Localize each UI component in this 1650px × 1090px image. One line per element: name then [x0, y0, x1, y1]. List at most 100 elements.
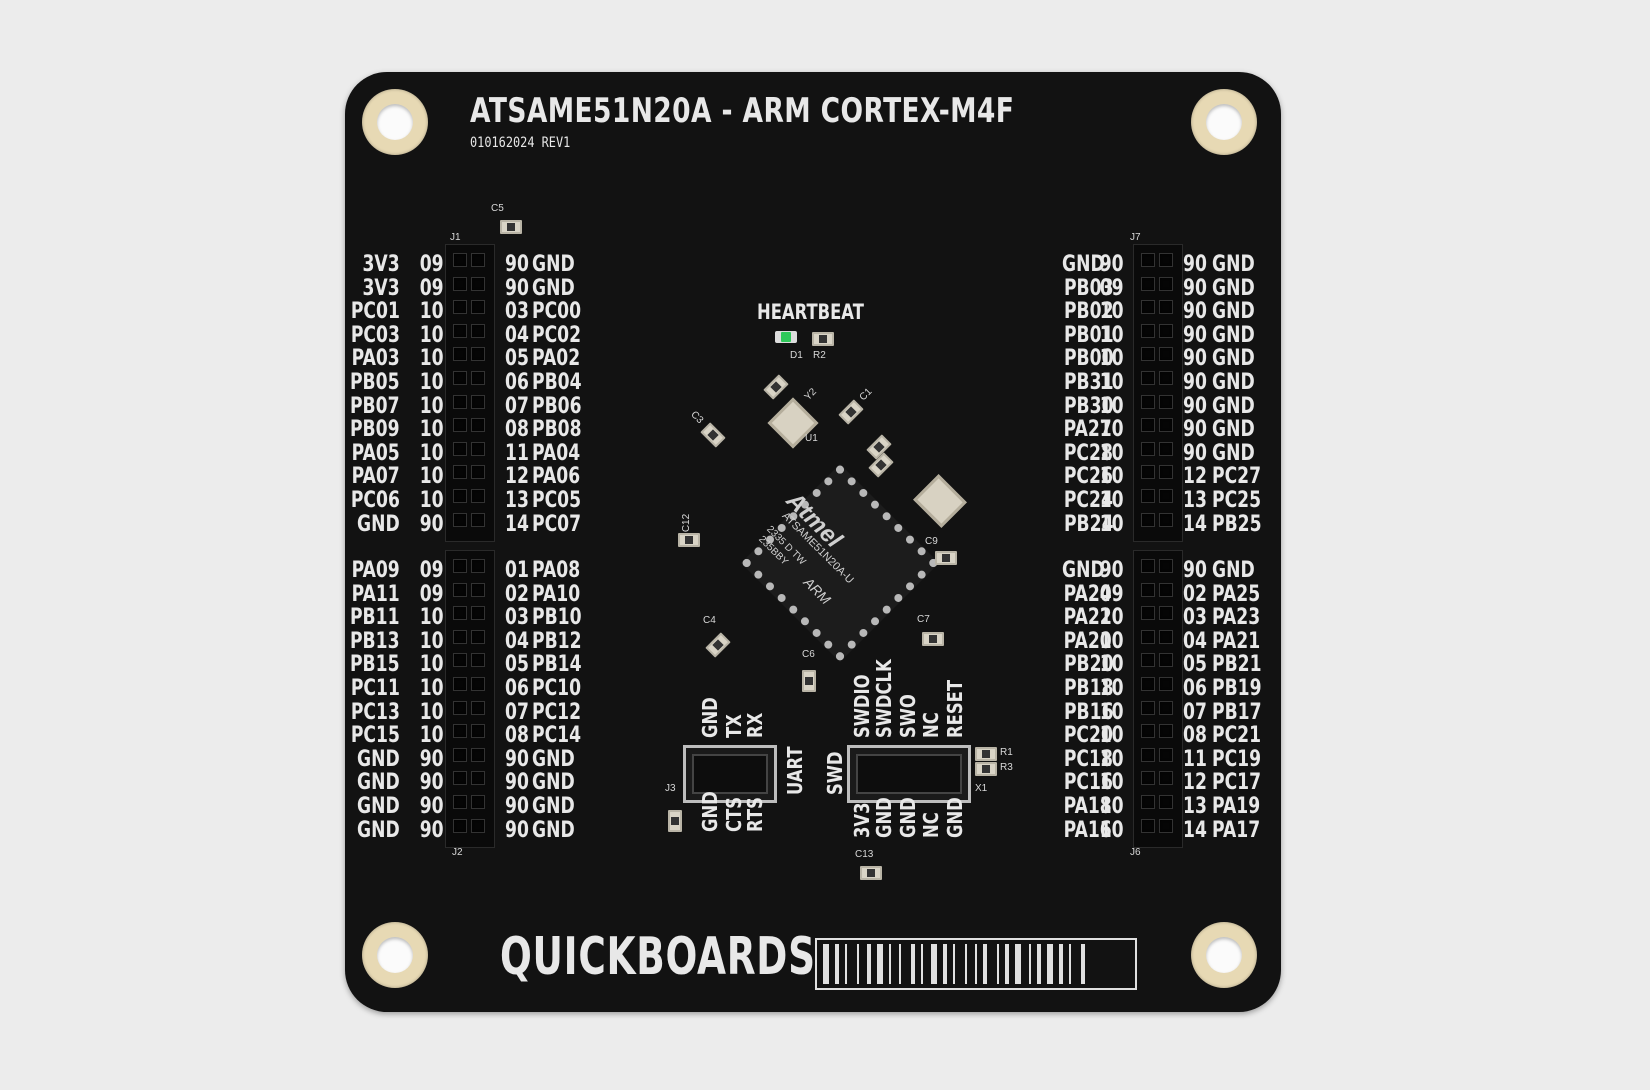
pin-label-left-top-6-ln: 10: [420, 394, 444, 419]
barcode-bar: [1059, 944, 1063, 984]
pin-label-right-bottom-3-l: PA20: [1063, 629, 1112, 654]
pin-label-left-bottom-2-ln: 10: [420, 605, 444, 630]
header-pin: [471, 371, 485, 385]
pin-label-right-bottom-4-l: PB20: [1063, 652, 1114, 677]
pin-label-left-bottom-8-rn: 90: [505, 747, 529, 772]
pin-label-right-top-9-r: PC27: [1212, 464, 1262, 489]
header-pin: [1159, 795, 1173, 809]
barcode-bar: [835, 944, 839, 984]
pin-label-right-top-7-r: GND: [1212, 417, 1255, 442]
pin-label-left-top-4-l: PA03: [351, 346, 400, 371]
pin-label-right-top-5-ln: 10: [1100, 370, 1124, 395]
header-pin: [1141, 489, 1155, 503]
board-revision: 010162024 REV1: [470, 135, 571, 151]
header-pin: [453, 512, 467, 527]
pin-label-left-top-8-rn: 11: [505, 441, 529, 466]
pin-label-right-bottom-7-rn: 08: [1183, 723, 1207, 748]
pin-label-right-top-11-r: PB25: [1212, 512, 1262, 537]
pin-label-right-top-8-r: GND: [1212, 441, 1255, 466]
pin-label-left-bottom-2-r: PB10: [532, 605, 582, 630]
uart-label: UART: [783, 746, 807, 795]
pin-label-right-bottom-9-ln: 10: [1100, 770, 1124, 795]
pin-label-left-top-7-ln: 10: [420, 417, 444, 442]
pin-label-left-bottom-10-l: GND: [357, 794, 400, 819]
pin-label-right-top-7-rn: 90: [1183, 417, 1207, 442]
header-pin: [1141, 300, 1155, 315]
pin-label-left-bottom-1-rn: 02: [505, 582, 529, 607]
ref-c12: C12: [681, 513, 693, 533]
pin-label-right-top-9-l: PC26: [1063, 464, 1113, 489]
ref-c4: C4: [703, 615, 716, 626]
pin-label-left-bottom-2-l: PB11: [350, 605, 400, 630]
uart-pin-gnd-bottom: GND: [698, 791, 722, 832]
barcode-bar: [921, 944, 923, 984]
header-pin: [1159, 347, 1173, 362]
capacitor-c13: [860, 866, 882, 880]
pin-label-left-bottom-7-r: PC14: [532, 723, 582, 748]
pin-label-right-bottom-4-ln: 10: [1100, 652, 1124, 677]
pin-label-left-bottom-11-l: GND: [357, 818, 400, 843]
header-pin: [453, 653, 467, 668]
pin-label-right-bottom-11-ln: 10: [1100, 818, 1124, 843]
header-pin: [453, 300, 467, 315]
header-pin: [453, 724, 467, 739]
swd-pin-gnd-1: GND: [872, 797, 896, 838]
pin-label-right-top-3-l: PB01: [1063, 323, 1114, 348]
resistor-r3: [975, 762, 997, 776]
barcode-bar: [1069, 944, 1071, 984]
pin-label-right-top-9-ln: 10: [1100, 464, 1124, 489]
swd-connector-x1[interactable]: [847, 745, 971, 803]
header-pin: [471, 606, 485, 621]
barcode-bar: [899, 944, 901, 984]
pin-label-right-top-4-l: PB00: [1063, 346, 1114, 371]
pin-label-left-bottom-9-r: GND: [532, 770, 575, 795]
header-pin: [471, 253, 485, 267]
header-pin: [1141, 512, 1155, 527]
pin-label-left-bottom-4-ln: 10: [420, 652, 444, 677]
pin-label-right-bottom-8-l: PC18: [1063, 747, 1113, 772]
header-pin: [1159, 629, 1173, 644]
header-pin: [1141, 394, 1155, 409]
pin-label-right-bottom-0-l: GND: [1062, 558, 1105, 583]
barcode-bar: [1037, 944, 1041, 984]
pin-label-left-bottom-7-rn: 08: [505, 723, 529, 748]
header-pin: [1159, 653, 1173, 668]
pin-label-left-bottom-10-ln: 90: [420, 794, 444, 819]
pin-label-right-bottom-9-l: PC16: [1063, 770, 1113, 795]
pin-label-left-top-5-l: PB05: [350, 370, 400, 395]
pin-label-left-bottom-6-ln: 10: [420, 700, 444, 725]
pin-label-right-top-6-l: PB30: [1063, 394, 1114, 419]
pin-label-left-top-0-l: 3V3: [362, 252, 400, 277]
pin-label-right-bottom-10-ln: 10: [1100, 794, 1124, 819]
header-pin: [453, 323, 467, 338]
pin-label-right-top-8-ln: 10: [1100, 441, 1124, 466]
header-pin: [453, 700, 467, 715]
header-pin: [471, 677, 485, 691]
ref-c7: C7: [917, 614, 930, 625]
swd-pin-nc-bottom: NC: [919, 812, 943, 838]
pin-label-right-top-2-r: GND: [1212, 299, 1255, 324]
header-pin: [1159, 441, 1173, 456]
pin-label-right-top-11-rn: 14: [1183, 512, 1207, 537]
pin-label-right-bottom-3-rn: 04: [1183, 629, 1207, 654]
pin-label-right-bottom-7-r: PC21: [1212, 723, 1262, 748]
capacitor-c5: [500, 220, 522, 234]
pin-label-left-bottom-11-r: GND: [532, 818, 575, 843]
header-pin: [453, 795, 467, 809]
pin-label-right-top-10-ln: 10: [1100, 488, 1124, 513]
pin-label-left-bottom-8-r: GND: [532, 747, 575, 772]
pin-label-left-top-11-l: GND: [357, 512, 400, 537]
uart-connector-j3[interactable]: [683, 745, 777, 803]
brand-logo: QUICKBOARDS: [500, 927, 816, 987]
pin-label-right-bottom-6-rn: 07: [1183, 700, 1207, 725]
mounting-hole-bottom-right: [1191, 922, 1257, 988]
pin-label-right-bottom-8-ln: 10: [1100, 747, 1124, 772]
pin-label-right-top-8-l: PC28: [1063, 441, 1113, 466]
heartbeat-led: [775, 331, 797, 343]
header-pin: [453, 582, 467, 597]
ref-u1: U1: [805, 433, 818, 444]
pin-label-left-bottom-6-l: PC13: [350, 700, 400, 725]
pin-label-right-top-4-ln: 10: [1100, 346, 1124, 371]
barcode-bar: [931, 944, 937, 984]
pin-label-right-bottom-11-r: PA17: [1212, 818, 1261, 843]
